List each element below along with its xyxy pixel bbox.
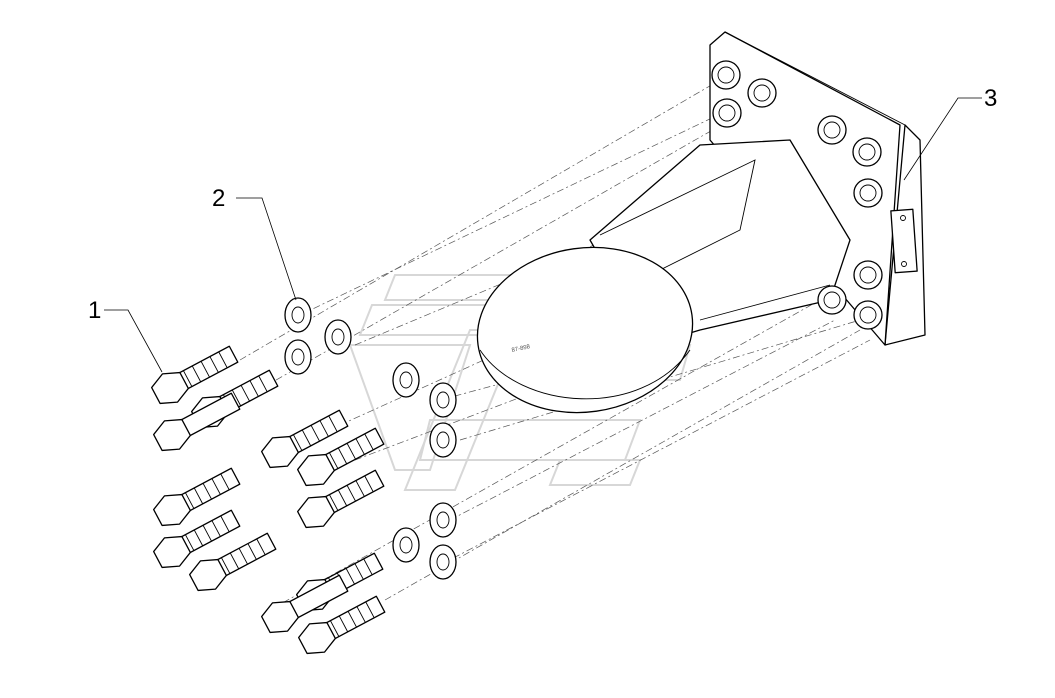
- label-plate: [890, 208, 918, 274]
- bolt: [260, 409, 349, 469]
- callout-3: 3: [903, 85, 997, 181]
- callout-2: 2: [212, 185, 297, 301]
- washer: [429, 382, 457, 418]
- washer: [429, 422, 457, 458]
- bolt: [152, 467, 241, 527]
- washer: [429, 502, 457, 538]
- bolt: [150, 345, 239, 405]
- bracket-assembly: 87-898: [476, 31, 926, 414]
- bolt: [152, 392, 241, 452]
- washer: [429, 544, 457, 580]
- washers: [284, 297, 457, 580]
- bolt: [296, 469, 385, 529]
- washer: [284, 339, 312, 375]
- washer: [392, 527, 420, 563]
- washer: [392, 362, 420, 398]
- bolt-holes: [711, 60, 883, 330]
- bolt: [296, 427, 385, 487]
- bolt: [297, 595, 386, 655]
- bracket-boss: [476, 246, 694, 414]
- svg-text:87-898: 87-898: [511, 344, 531, 354]
- callout-label-1: 1: [88, 297, 101, 324]
- bolt: [260, 574, 349, 634]
- bolt: [188, 532, 277, 592]
- washer: [284, 297, 312, 333]
- bolts: [150, 345, 386, 655]
- callout-1: 1: [88, 297, 163, 373]
- callout-label-3: 3: [984, 85, 997, 112]
- bolt: [152, 509, 241, 569]
- callout-label-2: 2: [212, 185, 225, 212]
- washer: [324, 319, 352, 355]
